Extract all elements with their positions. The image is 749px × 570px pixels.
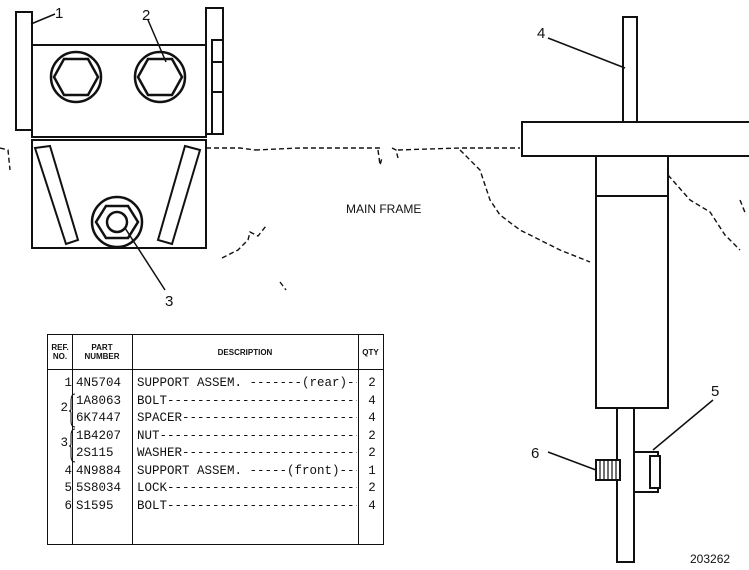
figure-number: 203262 xyxy=(690,552,730,566)
callout-leaders xyxy=(30,13,714,471)
callout-4: 4 xyxy=(537,25,545,42)
nut-icon xyxy=(90,195,144,249)
callout-1: 1 xyxy=(55,5,63,22)
group-ref-2: 2 xyxy=(60,401,68,415)
callout-6: 6 xyxy=(531,445,539,462)
column-divider xyxy=(132,335,133,544)
bolt-icon xyxy=(133,50,187,104)
main-frame-label: MAIN FRAME xyxy=(346,202,421,216)
header-qty: QTY xyxy=(362,347,379,357)
header-description: DESCRIPTION xyxy=(217,347,273,357)
callout-3: 3 xyxy=(165,293,173,310)
table-row: 1A8063 BOLT--------------------------- 4 xyxy=(76,393,376,408)
table-row: 1 4N5704 SUPPORT ASSEM. -------(rear)---… xyxy=(64,376,376,390)
table-row: 1B4207 NUT---------------------------- 2 xyxy=(76,428,376,443)
group-brace xyxy=(68,393,76,463)
callout-2: 2 xyxy=(142,7,150,24)
header-ref: REF.NO. xyxy=(51,343,69,361)
callout-5: 5 xyxy=(711,383,719,400)
bolt-icon xyxy=(49,50,103,104)
table-row: 4 4N9884 SUPPORT ASSEM. -----(front)----… xyxy=(64,463,376,478)
front-support-assembly xyxy=(521,16,749,563)
column-divider xyxy=(72,335,73,544)
table-row: 5 5S8034 LOCK---------------------------… xyxy=(64,481,376,495)
table-row: 6K7447 SPACER------------------------- 4 xyxy=(76,411,376,425)
column-divider xyxy=(358,335,359,544)
group-ref-3: 3 xyxy=(60,436,68,450)
table-row: 2S115 WASHER------------------------- 2 xyxy=(76,446,376,460)
table-row: 6 S1595 BOLT--------------------------- … xyxy=(64,498,376,513)
bolt-thread-icon xyxy=(599,460,617,480)
